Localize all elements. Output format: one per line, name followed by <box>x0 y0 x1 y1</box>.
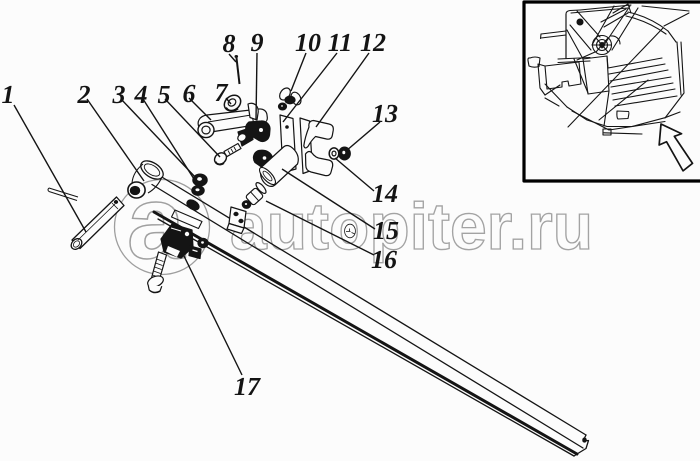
svg-text:17: 17 <box>234 372 261 401</box>
svg-text:11: 11 <box>328 28 353 57</box>
svg-text:16: 16 <box>371 245 397 274</box>
svg-text:3: 3 <box>112 80 126 109</box>
svg-text:1: 1 <box>2 80 15 109</box>
svg-text:8: 8 <box>223 29 236 58</box>
svg-text:10: 10 <box>295 28 321 57</box>
svg-text:4: 4 <box>134 80 148 109</box>
svg-text:13: 13 <box>372 99 398 128</box>
svg-text:7: 7 <box>215 78 229 107</box>
svg-text:9: 9 <box>251 28 264 57</box>
svg-text:2: 2 <box>77 80 91 109</box>
svg-text:autopiter.ru: autopiter.ru <box>230 189 593 263</box>
svg-text:6: 6 <box>183 79 196 108</box>
svg-text:12: 12 <box>360 28 386 57</box>
svg-text:15: 15 <box>373 216 399 245</box>
svg-text:5: 5 <box>158 80 171 109</box>
svg-text:14: 14 <box>372 179 398 208</box>
